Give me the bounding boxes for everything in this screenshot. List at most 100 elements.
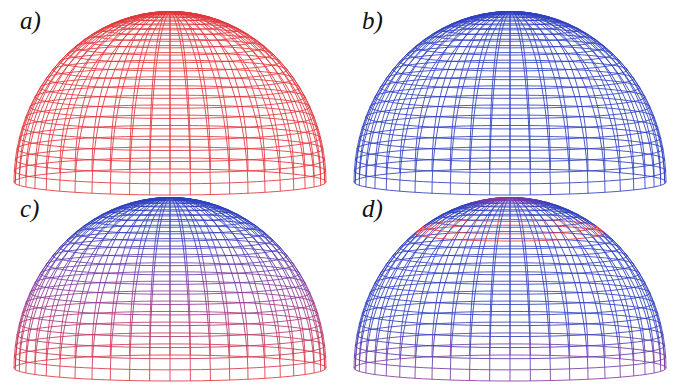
meridian-line: [206, 118, 207, 128]
meridian-line: [524, 71, 525, 80]
meridian-line: [546, 96, 547, 106]
meridian-line: [630, 130, 632, 141]
meridian-line: [553, 34, 557, 40]
meridian-line: [519, 24, 520, 29]
meridian-line: [82, 77, 87, 86]
meridian-line: [47, 152, 48, 163]
meridian-line: [269, 99, 272, 109]
meridian-line: [130, 126, 131, 137]
meridian-line: [185, 80, 186, 89]
meridian-line: [619, 151, 620, 162]
meridian-line: [518, 30, 519, 35]
meridian-line: [59, 90, 63, 100]
meridian-line: [542, 88, 544, 98]
meridian-line: [207, 105, 208, 115]
meridian-line: [235, 78, 238, 87]
meridian-line: [387, 152, 388, 163]
meridian-line: [96, 127, 98, 138]
meridian-line: [185, 30, 187, 35]
meridian-line: [614, 119, 616, 129]
meridian-line: [53, 93, 58, 103]
meridian-line: [152, 108, 153, 118]
meridian-line: [609, 99, 612, 109]
meridian-line: [434, 127, 435, 138]
meridian-line: [262, 95, 266, 105]
meridian-line: [187, 98, 188, 108]
meridian-line: [497, 39, 498, 45]
meridian-line: [195, 55, 197, 63]
meridian-line: [157, 55, 158, 63]
meridian-line: [38, 144, 40, 155]
meridian-line: [440, 87, 442, 96]
meridian-line: [78, 86, 82, 95]
meridian-line: [247, 138, 248, 149]
meridian-line: [575, 78, 578, 87]
meridian-line: [186, 89, 187, 99]
meridian-line: [500, 24, 501, 29]
meridian-line: [390, 120, 392, 131]
meridian-line: [204, 77, 205, 86]
meridian-line: [472, 105, 473, 115]
meridian-line: [199, 71, 201, 80]
meridian-line: [132, 105, 133, 115]
meridian-line: [200, 60, 202, 68]
meridian-line: [61, 140, 62, 151]
meridian-line: [281, 100, 284, 110]
meridian-line: [414, 80, 418, 89]
meridian-line: [520, 41, 521, 48]
meridian-line: [148, 41, 150, 48]
meridian-line: [138, 60, 140, 68]
meridian-line: [53, 110, 56, 120]
meridian-line: [269, 115, 272, 125]
meridian-line: [264, 170, 265, 181]
meridian-line: [202, 88, 204, 98]
meridian-line: [92, 149, 93, 160]
meridian-line: [584, 117, 585, 127]
meridian-line: [133, 96, 134, 106]
meridian-line: [530, 41, 532, 48]
meridian-line: [94, 149, 95, 160]
meridian-line: [93, 138, 94, 149]
meridian-line: [240, 117, 242, 127]
meridian-line: [49, 146, 51, 157]
meridian-line: [155, 25, 157, 30]
meridian-line: [396, 100, 399, 110]
meridian-line: [412, 64, 417, 72]
meridian-line: [545, 86, 546, 95]
meridian-line: [179, 35, 180, 41]
meridian-line: [498, 33, 499, 39]
meridian-line: [209, 150, 210, 161]
meridian-line: [74, 95, 78, 105]
meridian-line: [152, 30, 154, 35]
meridian-line: [272, 125, 275, 136]
meridian-line: [247, 171, 248, 182]
meridian-line: [136, 88, 138, 98]
meridian-line: [47, 157, 48, 168]
meridian-line: [298, 134, 301, 145]
meridian-line: [438, 97, 440, 107]
meridian-line: [471, 115, 472, 125]
meridian-line: [45, 113, 49, 123]
meridian-line: [433, 138, 434, 149]
meridian-line: [62, 147, 64, 158]
meridian-line: [108, 61, 111, 69]
meridian-line: [75, 170, 76, 181]
meridian-line: [284, 110, 287, 120]
meridian-line: [61, 158, 62, 169]
meridian-line: [221, 62, 225, 70]
meridian-line: [578, 107, 580, 117]
meridian-line: [45, 101, 49, 111]
meridian-line: [72, 64, 77, 72]
meridian-line: [152, 77, 153, 86]
meridian-line: [445, 70, 448, 79]
meridian-line: [606, 89, 609, 99]
meridian-line: [145, 48, 147, 55]
meridian-line: [188, 35, 190, 41]
meridian-line: [156, 63, 157, 71]
meridian-line: [134, 108, 135, 118]
meridian-line: [188, 86, 189, 95]
meridian-line: [527, 98, 528, 108]
meridian-line: [56, 100, 59, 110]
meridian-line: [587, 138, 588, 149]
